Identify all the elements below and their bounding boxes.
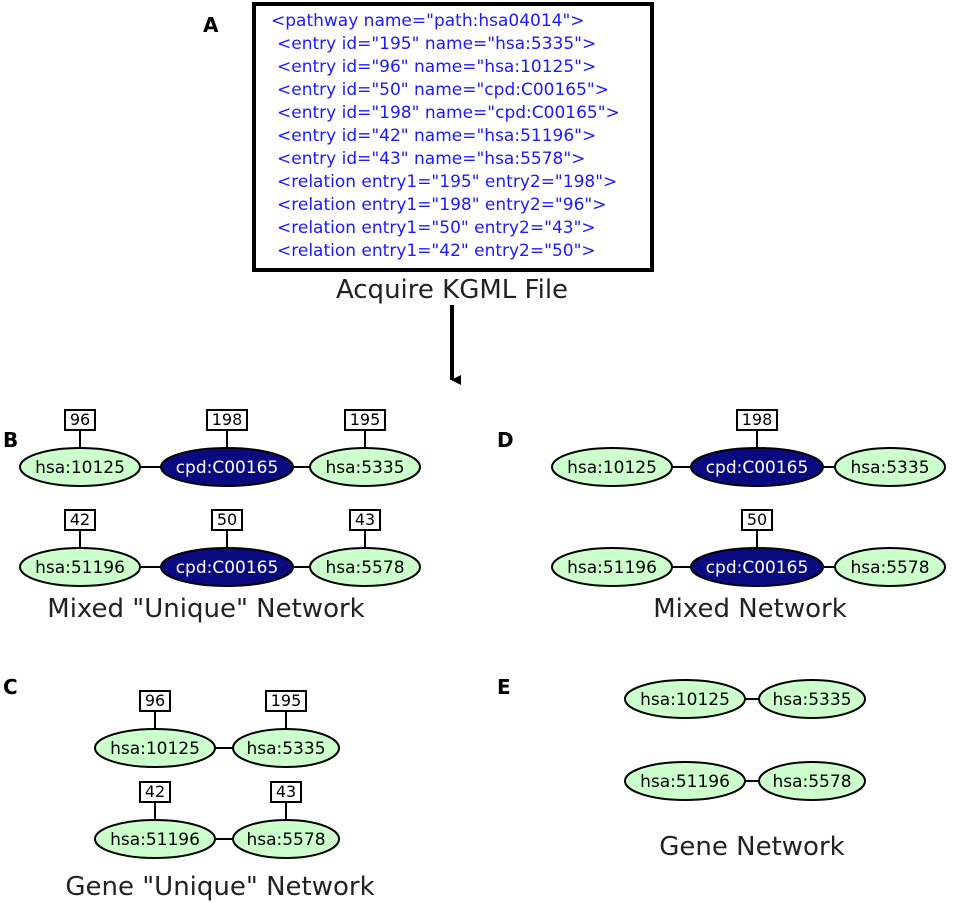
node-label: hsa:51196 xyxy=(567,558,657,578)
gene-node xyxy=(94,819,216,859)
compound-node xyxy=(160,547,294,587)
kgml-line: <entry id="96" name="hsa:10125"> xyxy=(277,57,596,77)
node-label: cpd:C00165 xyxy=(706,558,809,578)
gene-node xyxy=(19,447,141,487)
kgml-line: <relation entry1="50" entry2="43"> xyxy=(277,218,596,238)
node-label: hsa:10125 xyxy=(640,690,730,710)
node-label: hsa:51196 xyxy=(110,830,200,850)
node-label: hsa:5335 xyxy=(246,739,325,759)
gene-node xyxy=(624,679,746,719)
node-label: hsa:5335 xyxy=(850,458,929,478)
entry-id-box xyxy=(270,781,302,803)
gene-node xyxy=(624,761,746,801)
node-label: hsa:5578 xyxy=(246,830,325,850)
node-label: cpd:C00165 xyxy=(176,558,279,578)
gene-node xyxy=(232,819,340,859)
entry-id-box xyxy=(211,509,243,531)
kgml-code-lines: <pathway name="path:hsa04014"> <entry id=… xyxy=(271,11,620,261)
kgml-line: <entry id="198" name="cpd:C00165"> xyxy=(277,103,620,123)
compound-node xyxy=(690,547,824,587)
gene-node xyxy=(551,447,673,487)
panel-b-network: 96 hsa:10125 198 cpd:C00165 195 hsa:5335 42 hsa… xyxy=(19,409,421,587)
entry-id-box xyxy=(741,509,773,531)
compound-node xyxy=(160,447,294,487)
gene-node xyxy=(94,728,216,768)
entry-id-box xyxy=(344,409,386,431)
node-label: hsa:5578 xyxy=(772,772,851,792)
panel-e-network: hsa:10125 hsa:5335 hsa:51196 hsa:5578 xyxy=(624,679,866,801)
panel-c-caption: Gene "Unique" Network xyxy=(65,872,374,902)
node-label: hsa:5578 xyxy=(850,558,929,578)
node-label: hsa:51196 xyxy=(640,772,730,792)
entry-id-label: 96 xyxy=(145,691,165,710)
kgml-line: <pathway name="path:hsa04014"> xyxy=(271,11,585,31)
panel-e-letter: E xyxy=(497,675,511,699)
gene-node xyxy=(551,547,673,587)
node-label: cpd:C00165 xyxy=(176,458,279,478)
gene-node xyxy=(758,679,866,719)
entry-id-box xyxy=(206,409,248,431)
entry-id-box xyxy=(64,409,96,431)
entry-id-label: 43 xyxy=(355,510,375,529)
node-label: hsa:10125 xyxy=(35,458,125,478)
entry-id-label: 195 xyxy=(350,410,381,429)
gene-node xyxy=(758,761,866,801)
kgml-file-box xyxy=(252,2,654,272)
panel-a: A <pathway name="path:hsa04014"> <entry i… xyxy=(203,2,654,385)
node-label: hsa:5578 xyxy=(325,558,404,578)
node-label: hsa:51196 xyxy=(35,558,125,578)
gene-node xyxy=(309,447,421,487)
kgml-line: <entry id="42" name="hsa:51196"> xyxy=(277,126,596,146)
panel-d-network: hsa:10125 198 cpd:C00165 hsa:5335 hsa:51196 5… xyxy=(551,409,946,587)
entry-id-box xyxy=(736,409,778,431)
entry-id-label: 198 xyxy=(742,410,773,429)
entry-id-label: 50 xyxy=(747,510,767,529)
kgml-line: <relation entry1="198" entry2="96"> xyxy=(277,195,606,215)
panel-d-letter: D xyxy=(497,428,514,452)
panel-d-caption: Mixed Network xyxy=(653,594,847,624)
entry-id-box xyxy=(64,509,96,531)
entry-id-label: 198 xyxy=(212,410,243,429)
gene-node xyxy=(309,547,421,587)
entry-id-label: 50 xyxy=(217,510,237,529)
node-label: hsa:10125 xyxy=(110,739,200,759)
node-label: hsa:5335 xyxy=(325,458,404,478)
panel-a-letter: A xyxy=(203,13,219,37)
kgml-line: <relation entry1="42" entry2="50"> xyxy=(277,241,596,261)
entry-id-label: 43 xyxy=(276,782,296,801)
entry-id-label: 42 xyxy=(145,782,165,801)
panel-e-caption: Gene Network xyxy=(659,832,844,862)
panel-b-letter: B xyxy=(3,428,18,452)
entry-id-box xyxy=(265,690,307,712)
gene-node xyxy=(232,728,340,768)
panel-b-caption: Mixed "Unique" Network xyxy=(47,594,364,624)
entry-id-label: 96 xyxy=(70,410,90,429)
compound-node xyxy=(690,447,824,487)
kgml-line: <entry id="43" name="hsa:5578"> xyxy=(277,149,585,169)
panel-a-caption: Acquire KGML File xyxy=(336,275,568,305)
entry-id-box xyxy=(349,509,381,531)
entry-id-label: 42 xyxy=(70,510,90,529)
kgml-line: <relation entry1="195" entry2="198"> xyxy=(277,172,617,192)
panel-c-letter: C xyxy=(3,675,18,699)
node-label: hsa:5335 xyxy=(772,690,851,710)
node-label: cpd:C00165 xyxy=(706,458,809,478)
gene-node xyxy=(834,547,946,587)
gene-node xyxy=(834,447,946,487)
kgml-line: <entry id="50" name="cpd:C00165"> xyxy=(277,80,609,100)
gene-node xyxy=(19,547,141,587)
entry-id-box xyxy=(139,781,171,803)
node-label: hsa:10125 xyxy=(567,458,657,478)
kgml-line: <entry id="195" name="hsa:5335"> xyxy=(277,34,596,54)
panel-c-network: 96 hsa:10125 195 hsa:5335 42 hsa:51196 43 hsa:5… xyxy=(94,690,340,859)
entry-id-label: 195 xyxy=(271,691,302,710)
entry-id-box xyxy=(139,690,171,712)
